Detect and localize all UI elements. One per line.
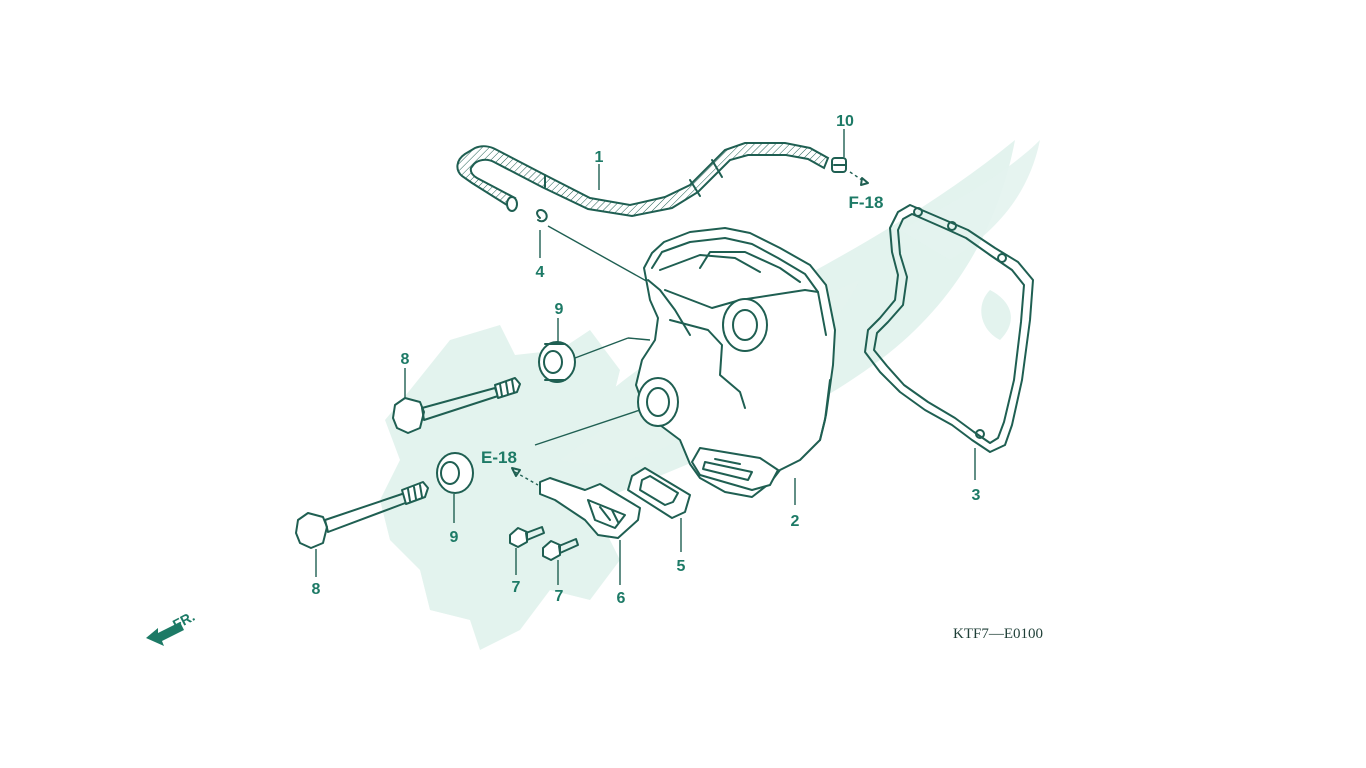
callout-3: 3 xyxy=(972,487,981,504)
breather-plate xyxy=(511,467,641,539)
breather-gasket xyxy=(627,467,691,519)
callout-1: 1 xyxy=(595,149,604,166)
breather-tube xyxy=(456,142,830,218)
callout-9b: 9 xyxy=(450,529,459,546)
front-direction-arrow-icon: FR. xyxy=(146,608,197,646)
leader-lines xyxy=(315,129,976,585)
callout-labels: 1 2 3 4 5 6 7 7 8 8 9 9 10 xyxy=(312,113,981,607)
bolt-upper xyxy=(392,377,521,434)
callout-8a: 8 xyxy=(401,351,410,368)
tube-clip xyxy=(831,157,869,186)
head-cover-gasket xyxy=(864,204,1034,453)
cylinder-head-cover xyxy=(635,227,836,498)
hose-clip xyxy=(536,208,651,284)
callout-4: 4 xyxy=(536,264,545,281)
screw-b xyxy=(542,538,579,561)
bolt-lower xyxy=(295,481,429,549)
seal-washer-upper xyxy=(538,337,651,383)
seal-washer-lower xyxy=(436,409,641,494)
callout-8b: 8 xyxy=(312,581,321,598)
callout-7b: 7 xyxy=(555,588,564,605)
diagram-code: KTF7—E0100 xyxy=(953,626,1043,642)
reference-e18[interactable]: E-18 xyxy=(481,448,517,467)
callout-10: 10 xyxy=(836,113,854,130)
callout-9a: 9 xyxy=(555,301,564,318)
screw-a xyxy=(509,526,545,548)
reference-f18[interactable]: F-18 xyxy=(849,193,884,212)
callout-5: 5 xyxy=(677,558,686,575)
callout-7a: 7 xyxy=(512,579,521,596)
callout-6: 6 xyxy=(617,590,626,607)
callout-2: 2 xyxy=(791,513,800,530)
